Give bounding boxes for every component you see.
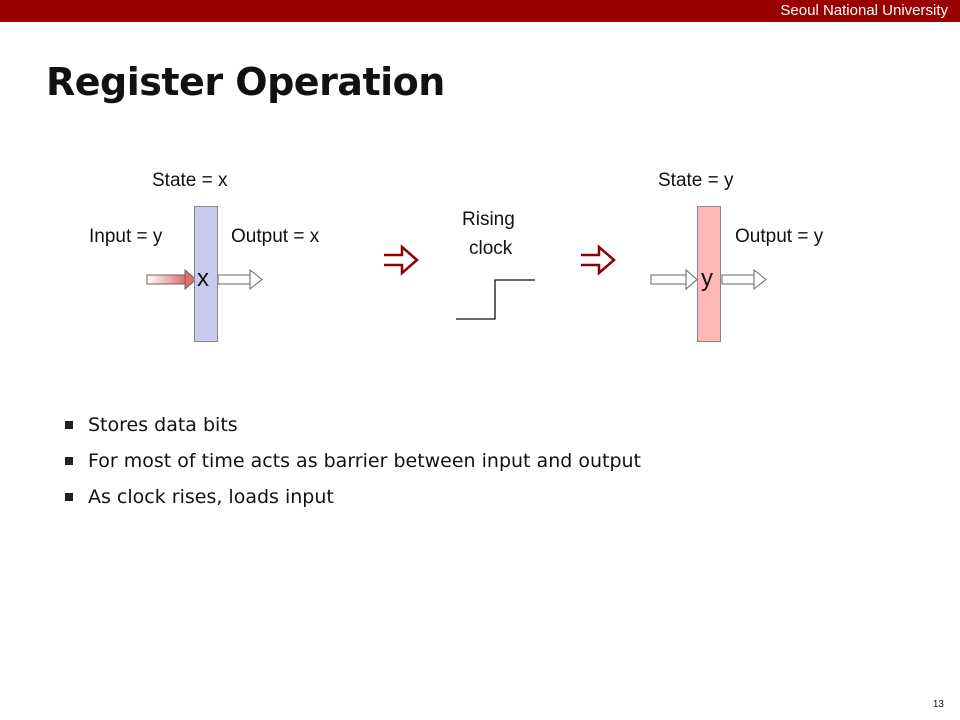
- register-before: [194, 206, 218, 342]
- square-bullet-icon: [65, 421, 73, 429]
- bullet-item: For most of time acts as barrier between…: [62, 450, 641, 472]
- bullet-text: Stores data bits: [88, 414, 238, 436]
- square-bullet-icon: [65, 493, 73, 501]
- output-arrow-before: [217, 268, 263, 291]
- input-before-label: Input = y: [89, 226, 163, 247]
- diagram-graphics: [146, 244, 767, 320]
- slide-title: Register Operation: [46, 60, 445, 104]
- register-after: [697, 206, 721, 342]
- square-bullet-icon: [65, 457, 73, 465]
- university-name: Seoul National University: [780, 2, 948, 19]
- transition-arrow-2: [581, 244, 616, 276]
- register-diagram: x y State = x Input = y Output = x Risin…: [0, 150, 960, 370]
- clock-label-line2: clock: [469, 238, 513, 259]
- input-arrow-before: [146, 268, 197, 291]
- bullet-text: For most of time acts as barrier between…: [88, 450, 642, 472]
- output-before-label: Output = x: [231, 226, 320, 247]
- state-before-label: State = x: [152, 170, 228, 191]
- bullet-item: Stores data bits: [62, 414, 641, 436]
- bullet-text: As clock rises, loads input: [88, 486, 334, 508]
- output-after-label: Output = y: [735, 226, 824, 247]
- state-after-label: State = y: [658, 170, 734, 191]
- header-bar: Seoul National University: [0, 0, 960, 22]
- clock-label-line1: Rising: [462, 209, 515, 230]
- bullet-list: Stores data bits For most of time acts a…: [62, 414, 641, 522]
- rising-clock-waveform: [456, 279, 535, 320]
- register-after-value: y: [701, 265, 713, 292]
- register-before-value: x: [197, 265, 209, 292]
- input-arrow-after: [650, 268, 698, 291]
- page-number: 13: [932, 699, 944, 710]
- transition-arrow-1: [384, 244, 419, 276]
- output-arrow-after: [721, 268, 767, 291]
- bullet-item: As clock rises, loads input: [62, 486, 641, 508]
